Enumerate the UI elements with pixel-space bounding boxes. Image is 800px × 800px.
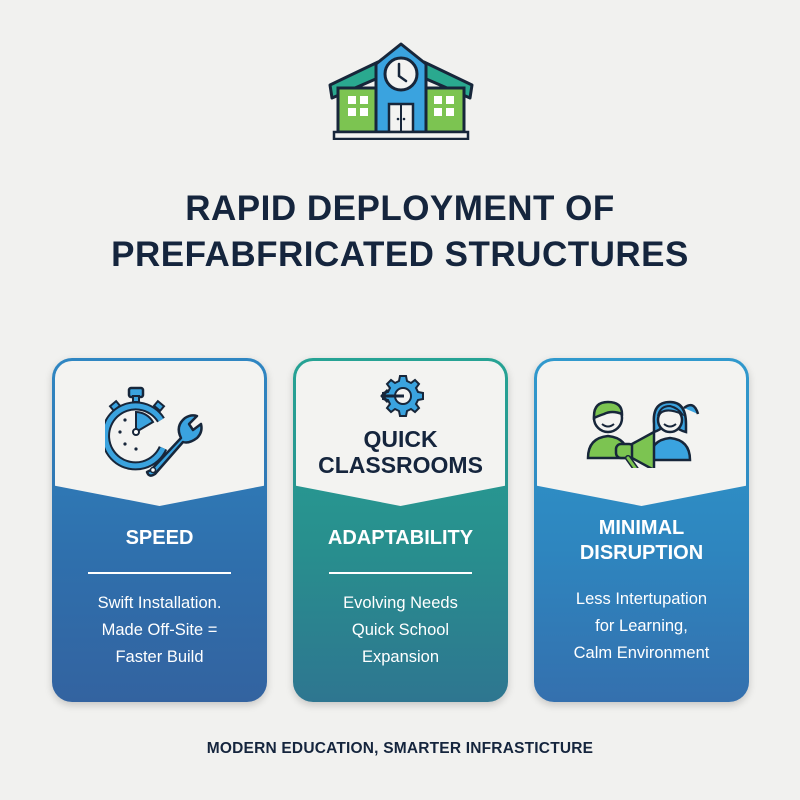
card-description: Evolving Needs Quick School Expansion [343, 594, 458, 666]
school-building-icon [326, 38, 476, 141]
card-header-panel [537, 361, 746, 506]
gear-arrow-icon [376, 373, 426, 424]
card-minimal-disruption: MINIMAL DISRUPTION Less Intertupation fo… [534, 358, 749, 702]
page-title: RAPID DEPLOYMENT OF PREFABFRICATED STRUC… [0, 186, 800, 278]
divider [88, 572, 231, 574]
divider [329, 572, 472, 574]
card-speed: SPEED Swift Installation. Made Off-Site … [52, 358, 267, 702]
footer-tagline: MODERN EDUCATION, SMARTER INFRASTICTURE [206, 740, 594, 757]
title-line-1: RAPID DEPLOYMENT OF [185, 189, 615, 228]
card-description: Swift Installation. Made Off-Site = Fast… [97, 594, 222, 666]
students-megaphone-icon [582, 388, 702, 475]
card-heading: ADAPTABILITY [327, 527, 474, 549]
card-adaptability: QUICK CLASSROOMS ADAPTABILITY Evolving N… [293, 358, 508, 702]
card-description: Less Intertupation for Learning, Calm En… [573, 590, 710, 662]
card-header-panel [55, 361, 264, 506]
card-heading: SPEED [125, 527, 194, 549]
stopwatch-wrench-icon [100, 386, 215, 483]
title-line-2: PREFABFRICATED STRUCTURES [111, 235, 689, 274]
card-top-label: QUICK CLASSROOMS [318, 426, 483, 478]
card-heading: MINIMAL DISRUPTION [579, 517, 704, 564]
